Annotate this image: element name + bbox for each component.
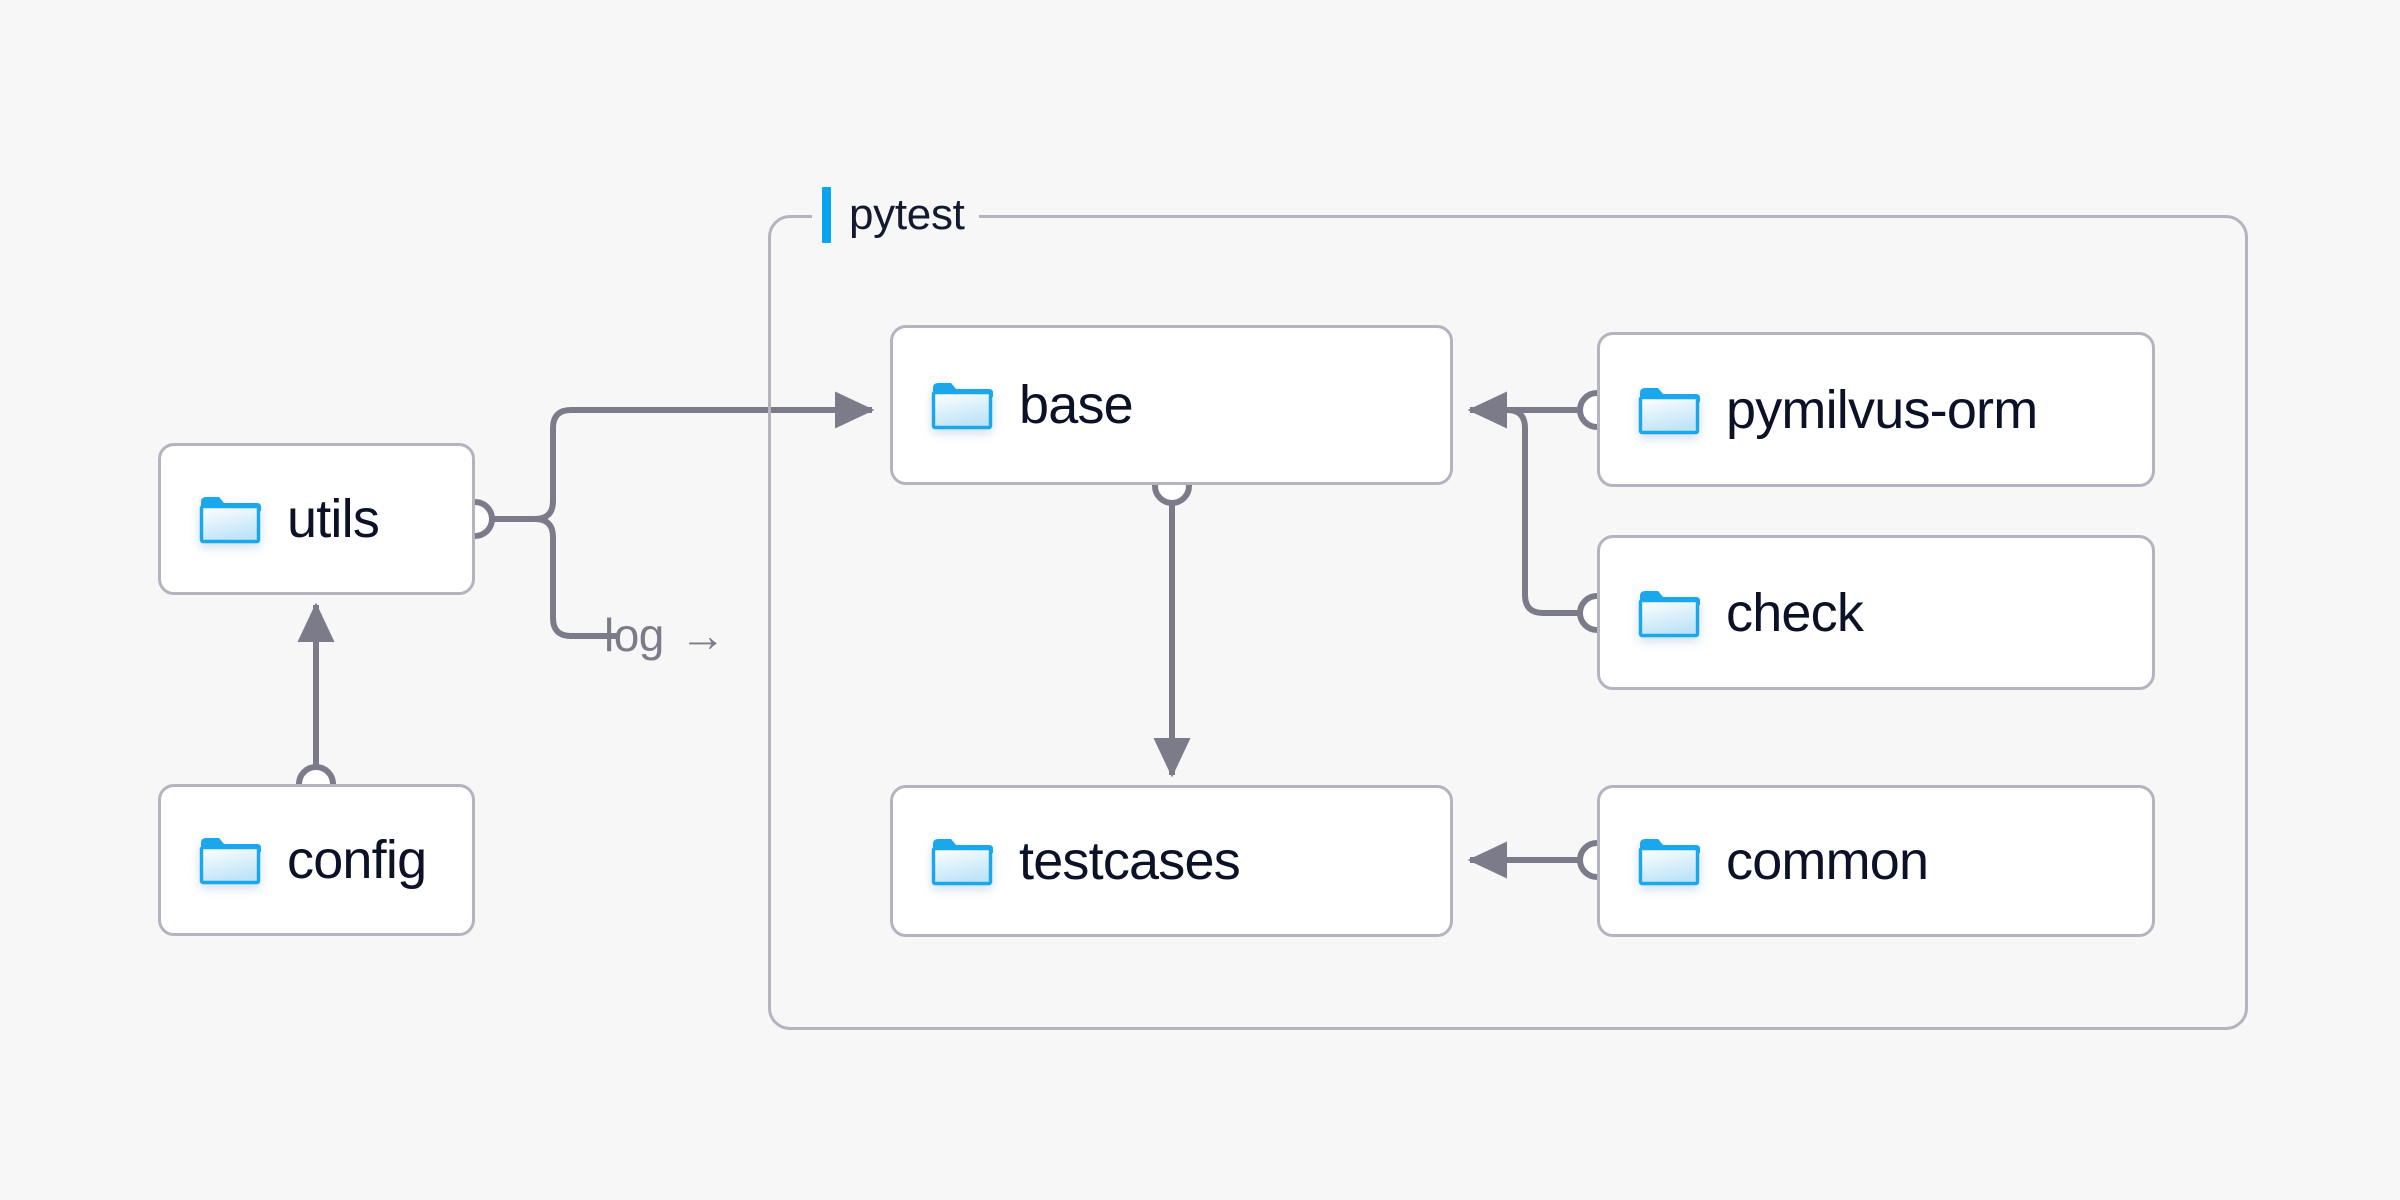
group-pytest[interactable] [768,215,2248,1030]
node-pymilvus-orm[interactable]: pymilvus-orm [1597,332,2155,487]
node-utils-label: utils [287,489,380,549]
folder-icon [1638,587,1700,639]
node-check[interactable]: check [1597,535,2155,690]
folder-icon [1638,835,1700,887]
folder-icon [199,493,261,545]
folder-icon [931,835,993,887]
group-pytest-label: pytest [812,186,979,244]
node-common[interactable]: common [1597,785,2155,937]
node-check-label: check [1726,582,1864,643]
node-base-label: base [1019,375,1134,435]
folder-icon [1638,384,1700,436]
node-config[interactable]: config [158,784,475,936]
node-utils[interactable]: utils [158,443,475,595]
folder-icon [931,379,993,431]
node-testcases[interactable]: testcases [890,785,1453,937]
accent-bar-icon [822,187,831,243]
edge-label-log-text: log [604,609,664,661]
node-common-label: common [1726,831,1929,891]
folder-icon [199,834,261,886]
arrow-right-icon: → [679,609,726,661]
node-base[interactable]: base [890,325,1453,485]
group-pytest-title: pytest [849,190,965,239]
edge-label-log: log → [604,608,726,662]
node-config-label: config [287,830,427,890]
node-pymilvus-orm-label: pymilvus-orm [1726,379,2038,440]
node-testcases-label: testcases [1019,831,1241,891]
